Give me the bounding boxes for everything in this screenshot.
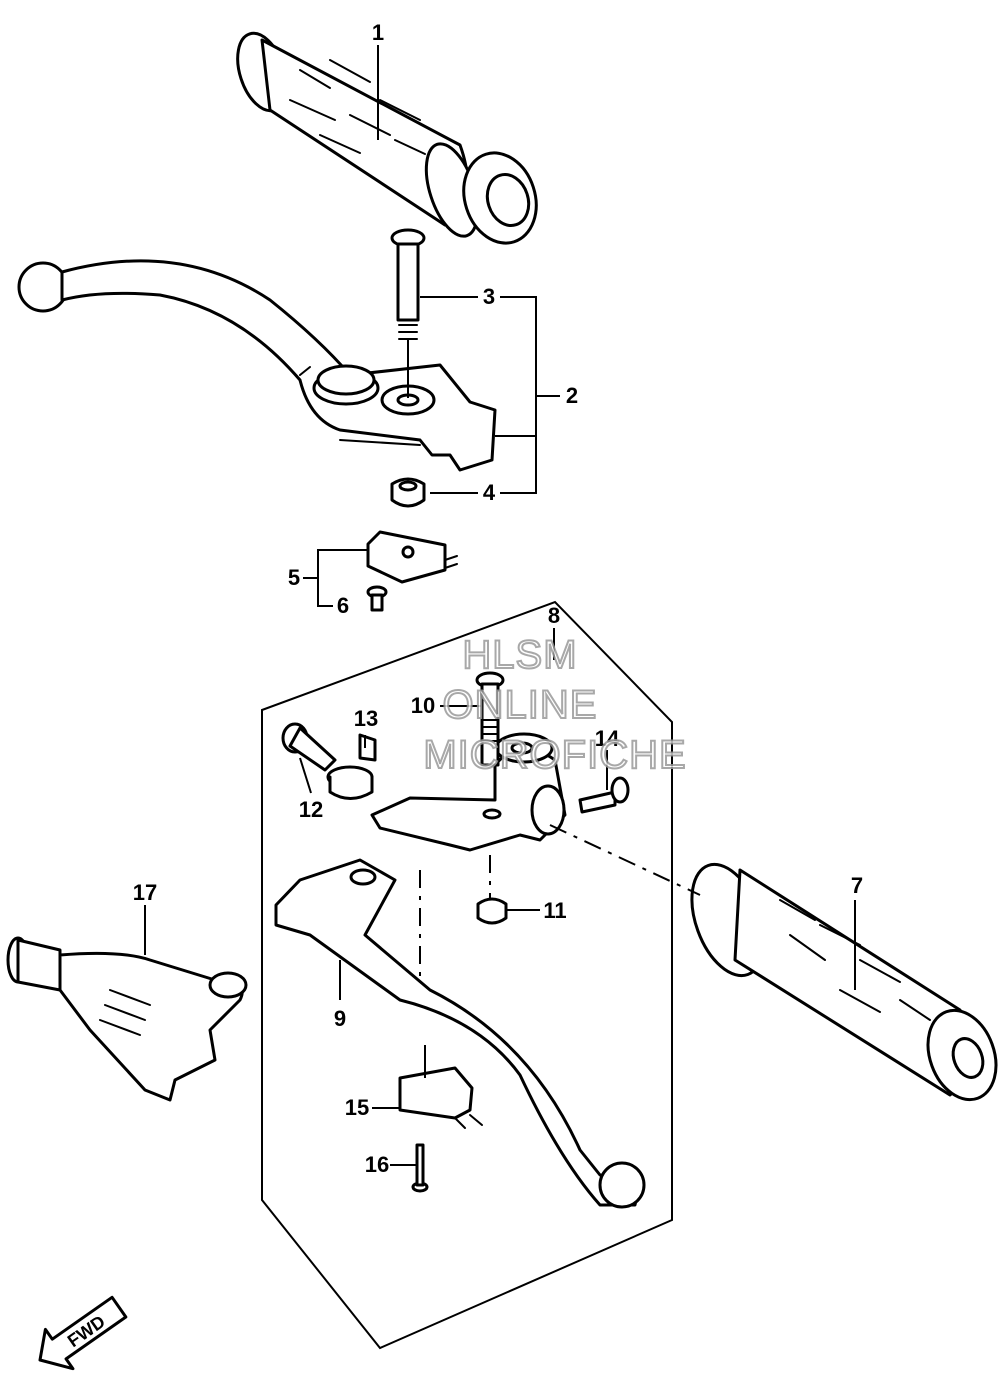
watermark-line-3: MICROFICHE [423,733,686,777]
clutch-lever [274,858,646,1209]
bolt-10 [475,671,505,767]
adjuster-bolt [281,722,337,772]
pivot-bolt [390,228,426,398]
grip-top [236,31,538,245]
callout-15: 15 [345,1095,369,1120]
left-throttle [6,936,248,1102]
brake-lever-assembly [17,259,497,472]
callout-4: 4 [483,480,496,505]
watermark: HLSM ONLINE MICROFICHE [422,632,686,778]
callout-14: 14 [595,726,620,751]
kit-outline [261,600,673,1350]
callout-5: 5 [288,565,300,590]
brake-switch-top [366,530,458,584]
grip-right [690,862,998,1102]
watermark-line-1: HLSM [462,633,577,677]
callout-3: 3 [483,284,495,309]
callout-16: 16 [365,1152,389,1177]
fwd-arrow: FWD [38,1295,128,1371]
callout-1: 1 [372,20,384,45]
watermark-line-2: ONLINE [443,683,598,727]
callout-8: 8 [548,603,560,628]
callout-13: 13 [354,706,378,731]
callout-11: 11 [543,898,566,923]
clutch-switch [398,1066,483,1129]
nut-4 [390,477,426,508]
callout-7: 7 [851,873,863,898]
screw-6 [366,585,388,612]
fwd-arrow-icon [38,1295,128,1371]
adjuster-dial [326,733,377,800]
callout-2: 2 [566,383,578,408]
nut-11 [476,897,508,925]
callout-12: 12 [299,797,323,822]
callout-labels: 1 2 3 4 5 6 7 8 9 10 11 12 13 14 15 16 1… [133,20,863,1177]
callout-9: 9 [334,1006,346,1031]
bolt-14 [578,776,630,814]
leader-lines [144,45,856,1166]
callout-6: 6 [337,593,349,618]
screw-16 [411,1143,429,1193]
callout-17: 17 [133,880,157,905]
callout-10: 10 [411,693,435,718]
